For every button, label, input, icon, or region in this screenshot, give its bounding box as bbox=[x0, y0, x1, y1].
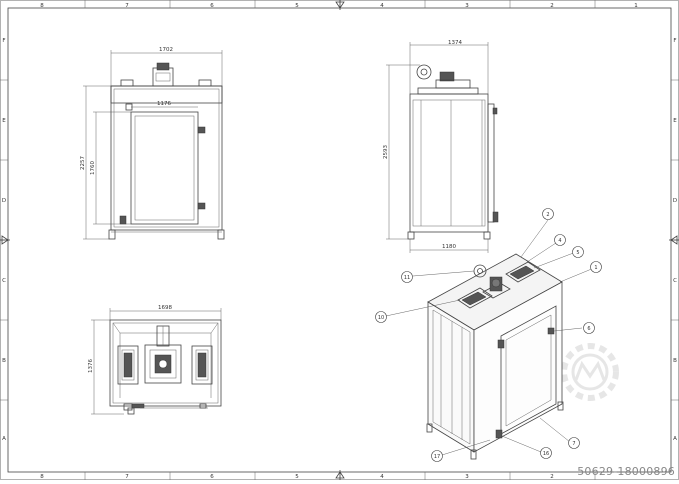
row-label: F bbox=[673, 38, 676, 44]
col-label: 5 bbox=[295, 3, 299, 9]
row-label: E bbox=[2, 118, 6, 124]
isometric-view: 2 4 5 1 11 10 6 7 16 17 bbox=[375, 208, 619, 462]
callout-bubble bbox=[583, 322, 595, 334]
row-label: C bbox=[673, 278, 677, 284]
col-label: 3 bbox=[465, 3, 469, 9]
row-label: B bbox=[673, 358, 677, 364]
callout-bubble bbox=[375, 311, 387, 323]
dim-front-door-width: 1176 bbox=[157, 101, 171, 107]
row-label: A bbox=[673, 436, 677, 442]
col-label: 4 bbox=[380, 474, 384, 480]
dim-side-width: 1374 bbox=[448, 40, 462, 46]
row-label: D bbox=[673, 198, 677, 204]
callout-label: 6 bbox=[587, 326, 590, 332]
dim-side-base-width: 1180 bbox=[442, 244, 456, 250]
dim-front-width: 1702 bbox=[159, 47, 173, 53]
dim-side-height: 2593 bbox=[383, 145, 389, 159]
col-label: 8 bbox=[40, 3, 44, 9]
row-label: E bbox=[673, 118, 677, 124]
front-view: 1702 1176 2257 1760 bbox=[80, 47, 225, 240]
col-label: 4 bbox=[380, 3, 384, 9]
col-label: 7 bbox=[125, 474, 129, 480]
row-label: A bbox=[2, 436, 6, 442]
callout-label: 2 bbox=[546, 212, 549, 218]
row-label: D bbox=[2, 198, 6, 204]
col-label: 8 bbox=[40, 474, 44, 480]
col-label: 2 bbox=[550, 474, 554, 480]
col-label: 5 bbox=[295, 474, 299, 480]
dim-top-width: 1698 bbox=[158, 305, 172, 311]
row-label: C bbox=[2, 278, 6, 284]
callout-bubble bbox=[572, 246, 584, 258]
top-view: 1698 1376 bbox=[88, 305, 222, 415]
callout-label: 17 bbox=[434, 454, 440, 460]
callout-bubble bbox=[540, 447, 552, 459]
row-label: F bbox=[2, 38, 5, 44]
callout-bubble bbox=[590, 261, 602, 273]
callout-label: 5 bbox=[576, 250, 579, 256]
col-label: 3 bbox=[465, 474, 469, 480]
dim-top-depth: 1376 bbox=[88, 359, 94, 373]
col-label: 1 bbox=[634, 3, 638, 9]
dim-front-door-height: 1760 bbox=[90, 161, 96, 175]
callout-bubble bbox=[542, 208, 554, 220]
callout-label: 11 bbox=[404, 275, 410, 281]
watermark-id: 50629-18000896 bbox=[577, 465, 675, 478]
callout-bubble bbox=[554, 234, 566, 246]
callout-label: 4 bbox=[558, 238, 561, 244]
col-label: 6 bbox=[210, 3, 214, 9]
callout-label: 16 bbox=[543, 451, 549, 457]
col-label: 2 bbox=[550, 3, 554, 9]
dim-front-height: 2257 bbox=[80, 156, 86, 170]
callout-bubble bbox=[568, 437, 580, 449]
col-label: 6 bbox=[210, 474, 214, 480]
row-label: B bbox=[2, 358, 6, 364]
side-view: 1374 2593 1180 bbox=[383, 40, 499, 253]
col-label: 7 bbox=[125, 3, 129, 9]
gear-watermark-icon bbox=[561, 343, 619, 401]
callout-label: 7 bbox=[572, 441, 575, 447]
callout-label: 10 bbox=[378, 315, 384, 321]
callout-bubble bbox=[401, 271, 413, 283]
callout-bubble bbox=[431, 450, 443, 462]
callout-label: 1 bbox=[594, 265, 597, 271]
